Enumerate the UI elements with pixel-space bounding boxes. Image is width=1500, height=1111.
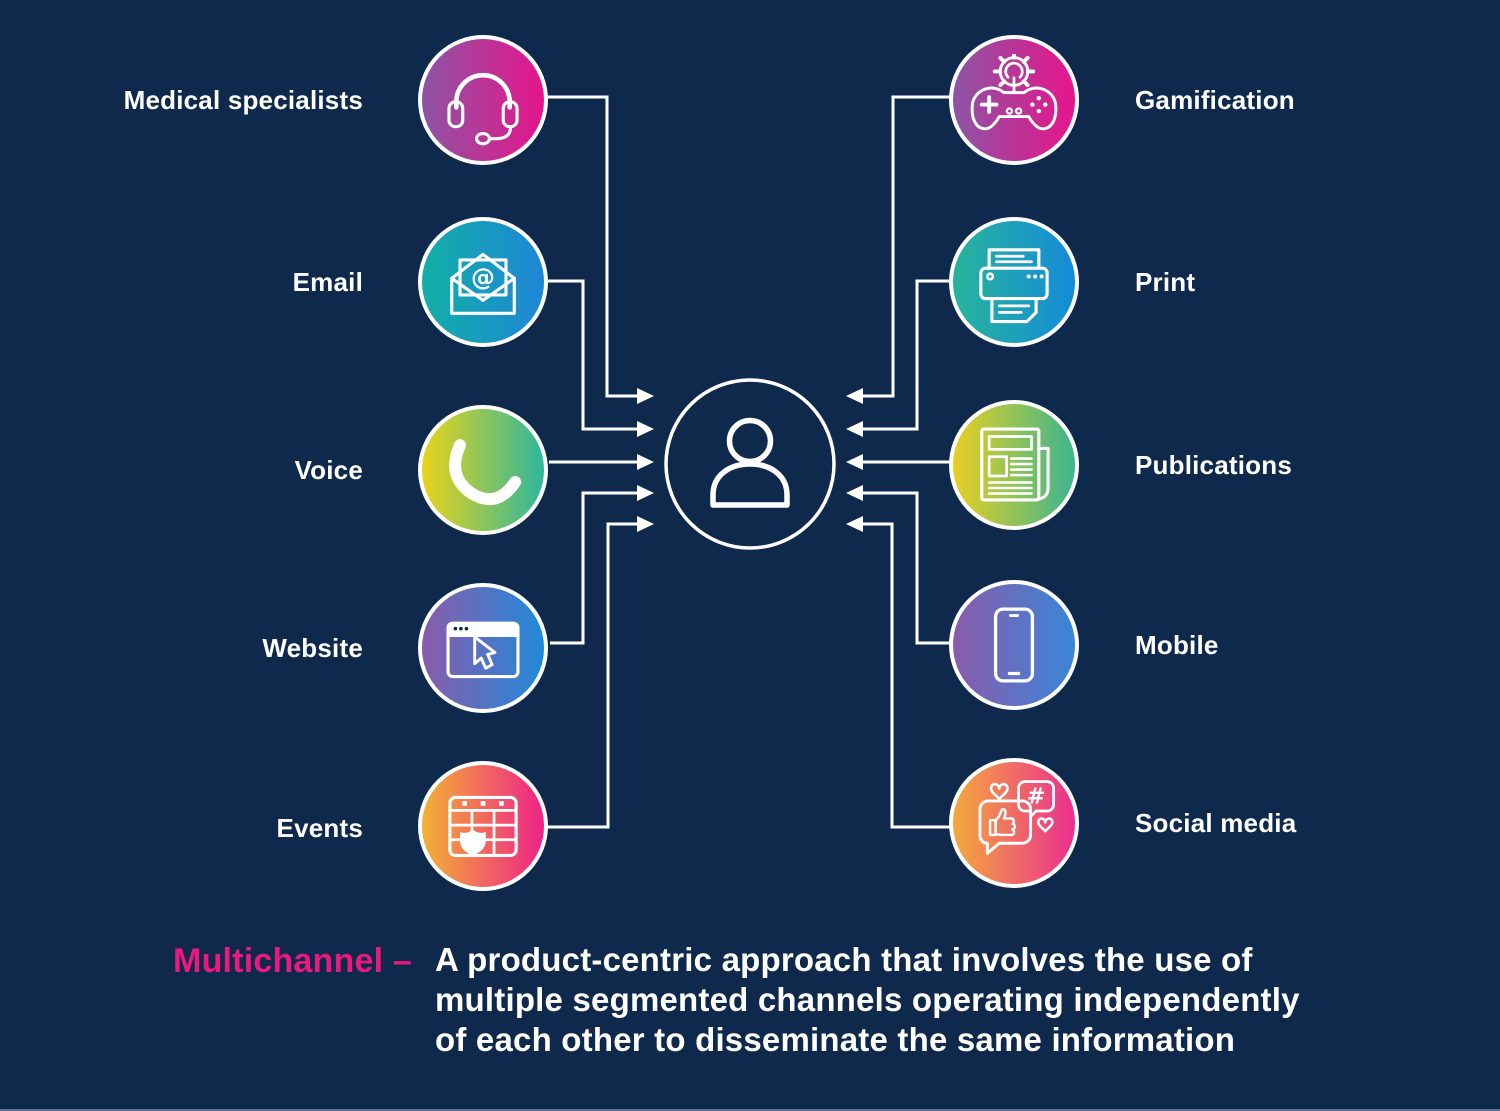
channel-bubble-website (418, 583, 548, 713)
definition-line: multiple segmented channels operating in… (435, 981, 1300, 1018)
channel-label-voice: Voice (294, 455, 363, 485)
game-controller-icon (970, 54, 1058, 131)
channel-bubble-voice (418, 405, 548, 535)
channel-label-mobile: Mobile (1135, 630, 1219, 660)
channel-label-medical-specialists: Medical specialists (123, 85, 363, 115)
email-icon: @ (450, 252, 516, 315)
channel-label-social-media: Social media (1135, 808, 1297, 838)
bottom-edge-line (0, 1109, 1500, 1111)
channel-label-email: Email (292, 267, 363, 297)
channel-label-print: Print (1135, 267, 1196, 297)
printer-icon (979, 248, 1049, 324)
channel-bubble-print (949, 217, 1079, 347)
channel-label-website: Website (262, 633, 363, 663)
definition-line: A product-centric approach that involves… (435, 941, 1253, 978)
channel-bubble-social-media: # (949, 758, 1079, 888)
channel-bubble-gamification (949, 35, 1079, 165)
social-chat-icon: # (978, 780, 1055, 855)
newspaper-icon (980, 427, 1050, 502)
phone-icon (449, 439, 522, 506)
definition-term: Multichannel – (173, 942, 412, 980)
calendar-shield-icon (448, 795, 518, 858)
channel-bubble-events (418, 761, 548, 891)
person-icon (664, 378, 836, 550)
headset-icon (447, 72, 519, 146)
browser-icon (446, 621, 520, 679)
channel-bubble-medical-specialists (418, 35, 548, 165)
definition-text: A product-centric approach that involves… (435, 940, 1300, 1060)
smartphone-icon (993, 607, 1035, 683)
arrowheads (637, 388, 863, 532)
channel-label-events: Events (276, 813, 363, 843)
svg-text:#: # (1027, 785, 1046, 810)
channel-label-publications: Publications (1135, 450, 1292, 480)
channel-bubble-mobile (949, 580, 1079, 710)
channel-label-gamification: Gamification (1135, 85, 1295, 115)
definition-line: of each other to disseminate the same in… (435, 1021, 1236, 1058)
svg-text:@: @ (471, 264, 495, 292)
channel-bubble-publications (949, 400, 1079, 530)
channel-bubble-email: @ (418, 217, 548, 347)
